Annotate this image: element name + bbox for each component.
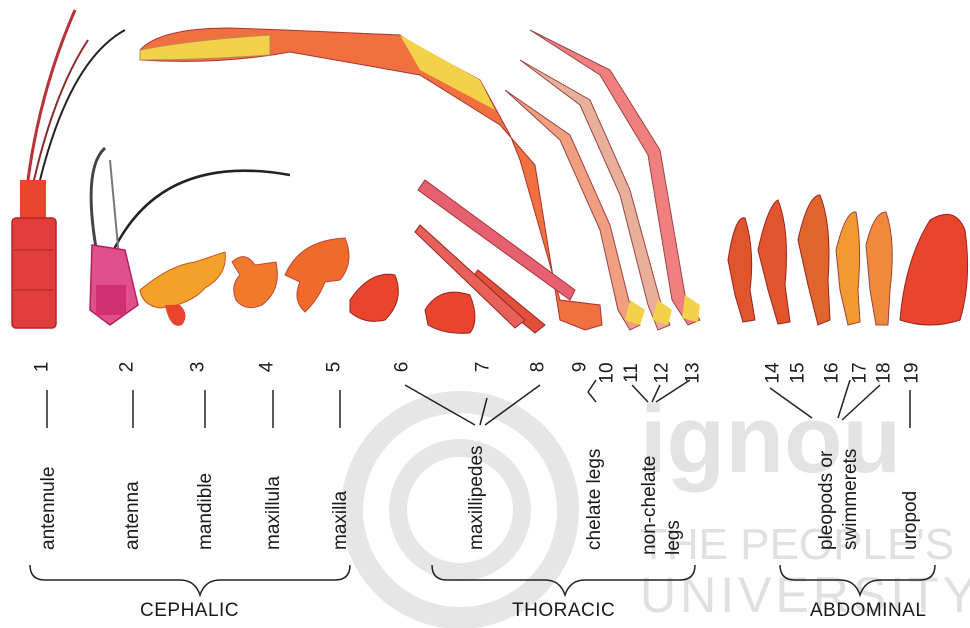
label-mandible: mandible (195, 473, 217, 550)
region-cephalic: CEPHALIC (140, 600, 239, 622)
label-maxillipedes: maxillipedes (466, 445, 488, 550)
label-non-chelate-legs: non-chelate legs (638, 456, 686, 555)
label-non-chelate-line1: non-chelate (638, 456, 662, 555)
label-antenna: antenna (122, 481, 144, 550)
label-maxillula: maxillula (263, 476, 285, 550)
region-abdominal: ABDOMINAL (810, 600, 926, 622)
label-antennule: antennule (38, 467, 60, 550)
region-thoracic: THORACIC (512, 600, 615, 622)
label-pleopods-line2: swimmerets (839, 449, 863, 550)
label-non-chelate-line2: legs (662, 456, 686, 555)
label-pleopods: pleopods or swimmerets (815, 449, 863, 550)
label-pleopods-line1: pleopods or (815, 449, 839, 550)
label-uropod: uropod (900, 491, 922, 550)
label-chelate-legs: chelate legs (584, 449, 606, 550)
label-maxilla: maxilla (330, 491, 352, 550)
